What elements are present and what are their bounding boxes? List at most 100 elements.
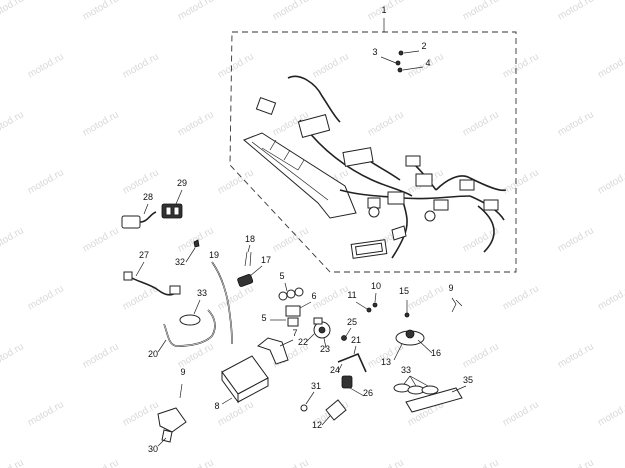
callout-24: 24 <box>330 365 340 375</box>
part-15-screw <box>404 300 410 318</box>
watermark-text: motod.ru <box>176 0 216 23</box>
callout-33: 33 <box>401 365 411 375</box>
part-25-clip <box>341 327 352 341</box>
watermark-text: motod.ru <box>366 109 406 138</box>
callout-25: 25 <box>347 317 357 327</box>
callout-8: 8 <box>214 401 219 411</box>
watermark-text: motod.ru <box>501 399 541 428</box>
callout-13: 13 <box>381 357 391 367</box>
watermark-text: motod.ru <box>501 283 541 312</box>
part-33-rings <box>393 375 439 395</box>
callout-12: 12 <box>312 420 322 430</box>
watermark-text: motod.ru <box>81 0 121 23</box>
watermark-text: motod.ru <box>501 167 541 196</box>
part-26-sensor <box>341 375 365 397</box>
watermark-text: motod.ru <box>461 109 501 138</box>
watermark-text: motod.ru <box>461 457 501 468</box>
callout-18: 18 <box>245 234 255 244</box>
watermark-text: motod.ru <box>176 109 216 138</box>
fasteners-2-3-4 <box>380 50 424 73</box>
callout-16: 16 <box>431 348 441 358</box>
callout-27: 27 <box>139 250 149 260</box>
callout-23: 23 <box>320 344 330 354</box>
part-27-cable <box>123 261 181 296</box>
part-35-plate <box>405 385 467 413</box>
callout-9: 9 <box>448 283 453 293</box>
part-29-connector <box>161 189 183 219</box>
watermark-text: motod.ru <box>461 0 501 23</box>
callout-31: 31 <box>311 381 321 391</box>
callout-5: 5 <box>261 313 266 323</box>
callout-9: 9 <box>180 367 185 377</box>
callout-21: 21 <box>351 335 361 345</box>
watermark-text: motod.ru <box>0 341 26 370</box>
callout-29: 29 <box>177 178 187 188</box>
watermark-text: motod.ru <box>366 457 406 468</box>
part-22-23-sensor <box>305 317 331 349</box>
main-wiring-harness <box>243 75 507 259</box>
watermark-text: motod.ru <box>271 457 311 468</box>
part-10-11-screws <box>355 292 378 313</box>
watermark-text: motod.ru <box>81 341 121 370</box>
callout-1: 1 <box>381 5 386 15</box>
watermark-text: motod.ru <box>216 167 256 196</box>
callout-26: 26 <box>363 388 373 398</box>
part-13-16-plate <box>393 329 433 361</box>
watermark-text: motod.ru <box>406 283 446 312</box>
watermark-text: motod.ru <box>176 457 216 468</box>
watermark-text: motod.ru <box>0 109 26 138</box>
callout-32: 32 <box>175 257 185 267</box>
watermark-text: motod.ru <box>596 399 625 428</box>
watermark-text: motod.ru <box>0 0 26 23</box>
watermark-text: motod.ru <box>26 51 66 80</box>
callout-5: 5 <box>279 271 284 281</box>
part-30-module <box>157 407 187 447</box>
watermark-text: motod.ru <box>556 0 596 23</box>
part-9-bolt <box>179 383 183 399</box>
callout-7: 7 <box>292 328 297 338</box>
watermark-text: motod.ru <box>216 283 256 312</box>
watermark-text: motod.ru <box>461 341 501 370</box>
watermark-text: motod.ru <box>556 341 596 370</box>
part-17-sensor <box>237 265 263 287</box>
part-33-ring <box>179 299 201 326</box>
callout-10: 10 <box>371 281 381 291</box>
watermark-text: motod.ru <box>0 225 26 254</box>
part-18-bolts <box>244 244 252 267</box>
watermark-text: motod.ru <box>26 167 66 196</box>
part-19-hose <box>211 261 233 345</box>
watermark-text: motod.ru <box>596 51 625 80</box>
watermark-text: motod.ru <box>556 457 596 468</box>
callout-33: 33 <box>197 288 207 298</box>
part-28-connector <box>121 203 157 229</box>
watermark-text: motod.ru <box>81 457 121 468</box>
callout-6: 6 <box>311 291 316 301</box>
watermark-text: motod.ru <box>556 109 596 138</box>
part-5-6-clips <box>270 282 312 327</box>
watermark-text: motod.ru <box>0 457 26 468</box>
callout-28: 28 <box>143 192 153 202</box>
callout-15: 15 <box>399 286 409 296</box>
part-8-box <box>221 355 269 405</box>
callout-labels: 1234556789910111213151617181920212223242… <box>139 5 473 454</box>
callout-19: 19 <box>209 250 219 260</box>
callout-17: 17 <box>261 255 271 265</box>
part-7-bracket <box>256 337 294 365</box>
part-9-wire-clip <box>451 297 463 313</box>
callout-22: 22 <box>298 337 308 347</box>
watermark-text: motod.ru <box>121 51 161 80</box>
callout-30: 30 <box>148 444 158 454</box>
part-21-24-rod <box>337 345 367 373</box>
watermark-text: motod.ru <box>26 283 66 312</box>
watermark-text: motod.ru <box>556 225 596 254</box>
watermark-text: motod.ru <box>121 399 161 428</box>
watermark-text: motod.ru <box>501 51 541 80</box>
watermark-text: motod.ru <box>311 283 351 312</box>
watermark-text: motod.ru <box>596 167 625 196</box>
watermark-text: motod.ru <box>81 109 121 138</box>
callout-2: 2 <box>421 41 426 51</box>
callout-35: 35 <box>463 375 473 385</box>
callout-11: 11 <box>347 290 356 300</box>
